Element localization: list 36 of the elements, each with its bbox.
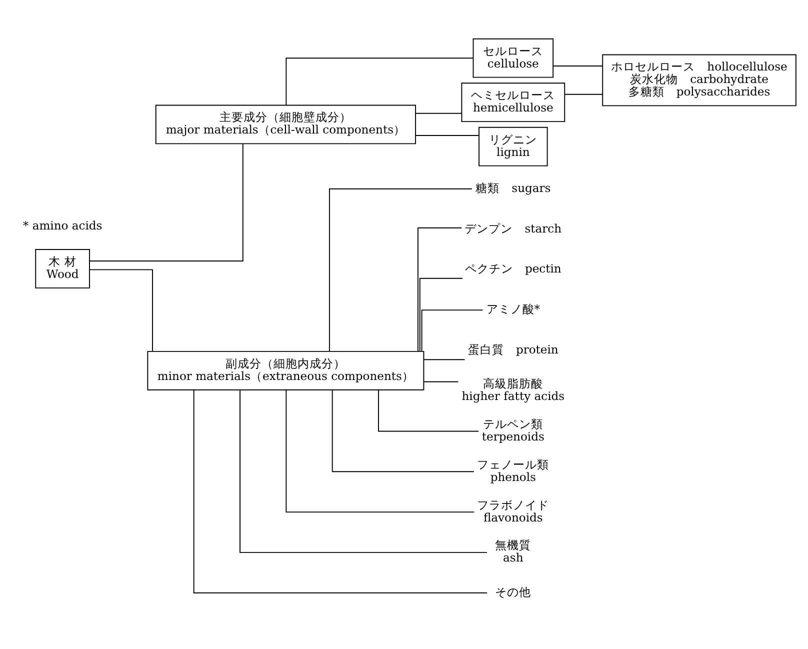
connector bbox=[564, 94, 604, 95]
connector bbox=[417, 227, 462, 352]
node-box: ヘミセルロース hemicellulose bbox=[461, 82, 566, 122]
connector bbox=[415, 112, 462, 114]
connector bbox=[423, 359, 466, 360]
connector bbox=[415, 135, 480, 136]
node-text: テルペン類 terpenoids bbox=[482, 416, 544, 444]
node-text: フェノール類 phenols bbox=[477, 457, 550, 484]
node-text: デンプン starch bbox=[464, 221, 562, 236]
connector bbox=[89, 269, 153, 352]
node-box: 主要成分（細胞壁成分） major materials（cell-wall components） bbox=[155, 104, 416, 144]
label: * amino acids bbox=[22, 218, 102, 232]
node-box: ホロセルロース hollocellulose 炭水化物 carbohydrate 多糖類 polysaccharides bbox=[602, 54, 796, 106]
node-box: リグニン lignin bbox=[478, 126, 548, 166]
node-text: 蛋白質 protein bbox=[468, 342, 558, 356]
connector bbox=[419, 278, 463, 352]
connector bbox=[328, 188, 472, 352]
node-text: フラボノイド flavonoids bbox=[477, 498, 550, 524]
node-box: 木 材 Wood bbox=[35, 249, 90, 288]
connector bbox=[240, 390, 488, 553]
node-text: アミノ酸* bbox=[486, 302, 540, 316]
connector bbox=[286, 58, 474, 106]
connector bbox=[193, 390, 488, 594]
connector bbox=[286, 390, 475, 513]
node-text: ペクチン pectin bbox=[464, 262, 562, 276]
connector bbox=[421, 310, 484, 352]
node-text: その他 bbox=[495, 584, 532, 599]
node-box: 副成分（細胞内成分） minor materials（extraneous components） bbox=[147, 350, 424, 390]
node-box: セルロース cellulose bbox=[472, 38, 554, 78]
connector bbox=[332, 390, 474, 472]
connector bbox=[423, 381, 459, 382]
node-text: 糖類 sugars bbox=[476, 180, 551, 195]
node-text: 無機質 ash bbox=[495, 538, 532, 565]
connector bbox=[378, 390, 479, 432]
connector bbox=[89, 143, 244, 262]
node-text: 高級脂肪酸 higher fatty acids bbox=[462, 376, 565, 404]
